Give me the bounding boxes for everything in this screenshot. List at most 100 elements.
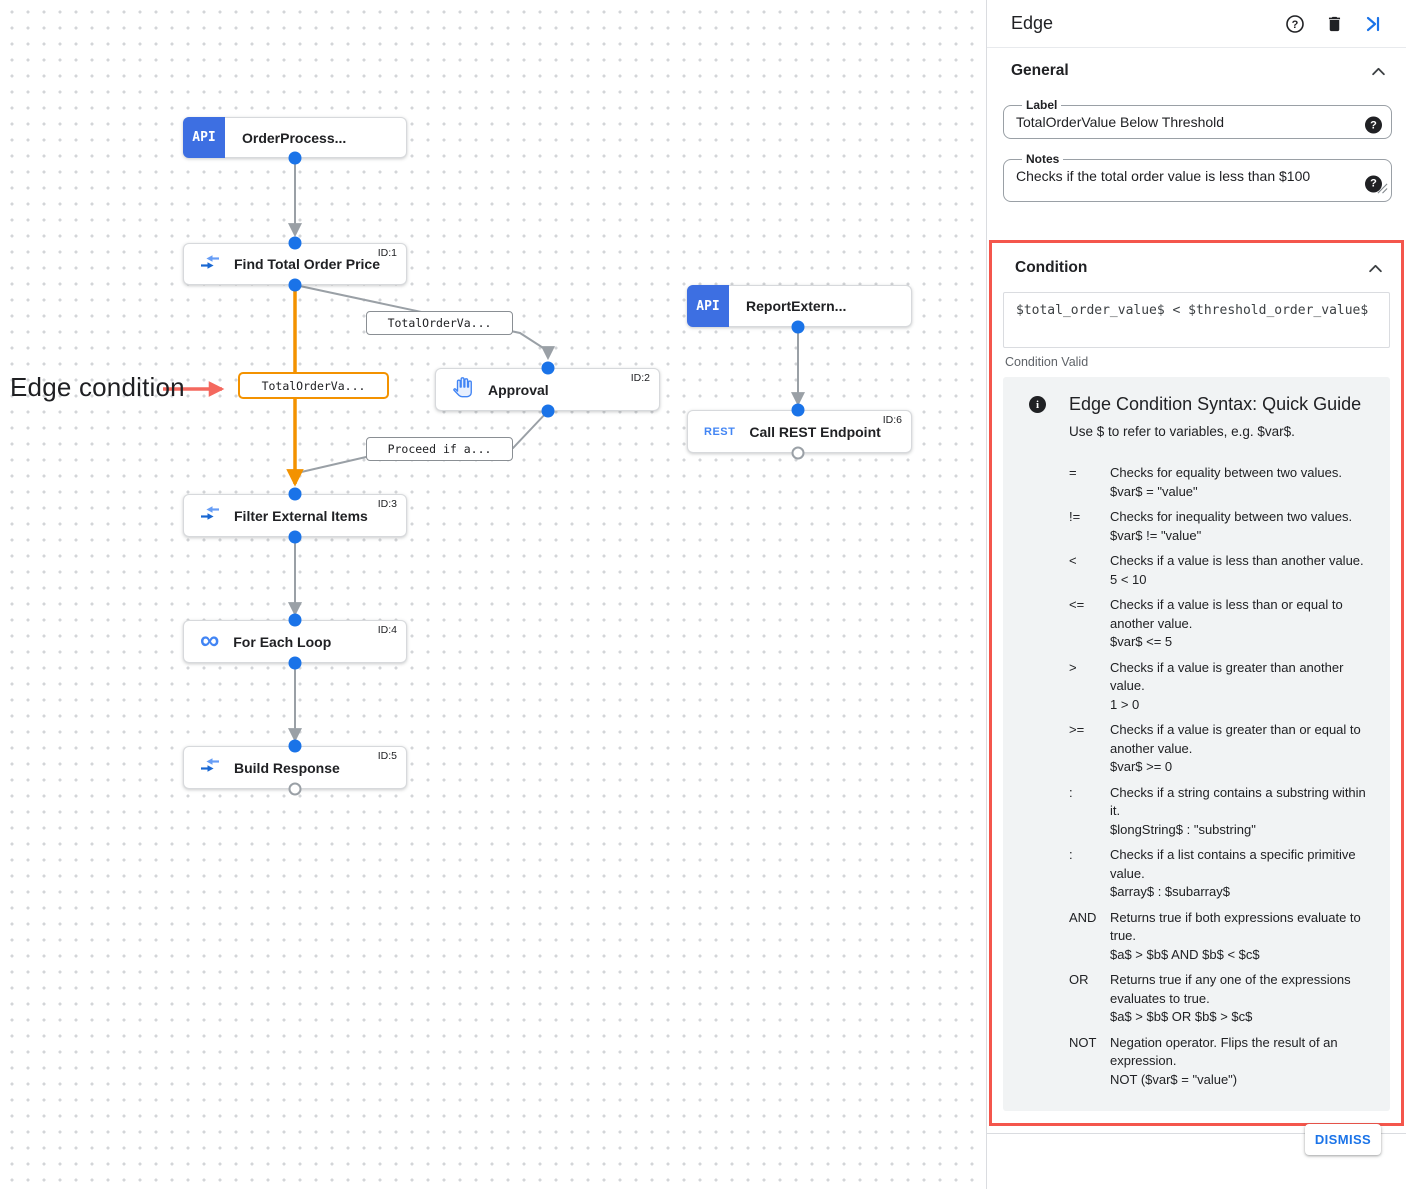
edge-layer <box>163 158 805 743</box>
dismiss-button[interactable]: DISMISS <box>1305 1124 1381 1155</box>
condition-heading: Condition <box>1015 259 1088 276</box>
operator-example: $array$ : $subarray$ <box>1110 884 1230 899</box>
operator-example: NOT ($var$ = "value") <box>1110 1071 1238 1087</box>
operator-description: Checks if a value is greater than or equ… <box>1110 722 1361 756</box>
general-heading: General <box>1011 62 1069 79</box>
delete-edge-icon[interactable] <box>1323 13 1345 35</box>
node-call-rest-endpoint[interactable]: REST Call REST Endpoint ID:6 <box>687 410 912 453</box>
guide-row-list-contains: :Checks if a list contains a specific pr… <box>1069 846 1378 902</box>
operator-example: $var$ != "value" <box>1110 527 1202 543</box>
edge-findtotal-to-approval[interactable] <box>294 284 555 361</box>
help-icon[interactable]: ? <box>1284 13 1306 35</box>
operator: : <box>1069 784 1073 800</box>
operator-description: Checks if a value is less than or equal … <box>1110 597 1343 631</box>
operator-description: Checks if a value is less than another v… <box>1110 553 1364 568</box>
guide-subtitle: Use $ to refer to variables, e.g. $var$. <box>1069 424 1295 439</box>
node-filter-external-items[interactable]: Filter External Items ID:3 <box>183 494 407 537</box>
node-id-badge: ID:1 <box>377 247 397 259</box>
operator-example: $var$ <= 5 <box>1110 634 1173 649</box>
label-help-icon[interactable]: ? <box>1365 116 1382 134</box>
operator: >= <box>1069 722 1085 737</box>
label-field-label: Label <box>1026 98 1058 112</box>
port-out-empty[interactable] <box>288 782 302 796</box>
edge-label-text: TotalOrderVa... <box>261 378 366 393</box>
port-out[interactable] <box>288 656 302 670</box>
label-field[interactable]: Label TotalOrderValue Below Threshold ? <box>1003 98 1392 139</box>
port-out-empty[interactable] <box>791 446 805 460</box>
operator: OR <box>1069 972 1089 987</box>
node-title: For Each Loop <box>233 633 332 650</box>
operator-description: Checks for equality between two values. <box>1110 465 1342 480</box>
panel-title: Edge <box>1011 13 1054 33</box>
node-title: Build Response <box>234 759 340 776</box>
collapse-condition-chevron-icon[interactable] <box>1364 257 1386 279</box>
notes-help-icon[interactable]: ? <box>1365 175 1382 192</box>
port-out[interactable] <box>288 530 302 544</box>
edge-label-text: TotalOrderVa... <box>387 316 492 330</box>
edge-condition-annotation: Edge condition <box>10 372 185 402</box>
node-title: Find Total Order Price <box>234 256 380 272</box>
operator-description: Negation operator. Flips the result of a… <box>1110 1034 1338 1069</box>
port-out[interactable] <box>288 278 302 292</box>
port-in[interactable] <box>288 613 302 627</box>
guide-operator-list: =Checks for equality between two values.… <box>1069 464 1378 1089</box>
notes-field-value[interactable]: Checks if the total order value is less … <box>1016 168 1311 184</box>
operator-description: Checks if a value is greater than anothe… <box>1110 659 1344 694</box>
operator: AND <box>1069 909 1097 925</box>
condition-syntax-guide: i Edge Condition Syntax: Quick Guide Use… <box>1003 377 1390 1111</box>
node-reportextern-trigger[interactable]: API ReportExtern... <box>687 285 912 327</box>
operator-example: $a$ > $b$ OR $b$ > $c$ <box>1110 1009 1253 1024</box>
node-for-each-loop[interactable]: ∞ For Each Loop ID:4 <box>183 620 407 663</box>
guide-row-greater-equal: >= Checks if a value is greater than or e… <box>1069 721 1378 777</box>
label-field-value[interactable]: TotalOrderValue Below Threshold <box>1016 114 1225 130</box>
data-mapping-icon <box>200 504 220 527</box>
operator-example: $var$ >= 0 <box>1110 759 1173 774</box>
api-trigger-icon: API <box>687 285 729 327</box>
operator-example: $a$ > $b$ AND $b$ < $c$ <box>1110 946 1260 962</box>
node-title: OrderProcess... <box>242 129 347 146</box>
operator-description: Checks if a list contains a specific pri… <box>1110 847 1356 881</box>
node-id-badge: ID:2 <box>630 372 650 384</box>
port-out[interactable] <box>791 320 805 334</box>
resize-handle-icon[interactable] <box>1377 181 1388 199</box>
operator: < <box>1069 553 1077 568</box>
notes-field[interactable]: Notes Checks if the total order value is… <box>1003 152 1392 202</box>
edge-condition-label-totalordervalue-selected[interactable]: TotalOrderVa... <box>238 372 389 399</box>
guide-title: Edge Condition Syntax: Quick Guide <box>1069 394 1362 414</box>
node-id-badge: ID:3 <box>377 498 397 510</box>
edge-label-text: Proceed if a... <box>387 442 492 456</box>
node-orderprocess-trigger[interactable]: API OrderProcess... <box>183 117 407 158</box>
node-build-response[interactable]: Build Response ID:5 <box>183 746 407 789</box>
collapse-general-chevron-icon[interactable] <box>1367 60 1389 82</box>
port-out[interactable] <box>541 404 555 418</box>
condition-expression-input[interactable]: $total_order_value$ < $threshold_order_v… <box>1003 292 1390 348</box>
operator-example: $longString$ : "substring" <box>1110 821 1256 837</box>
port-in[interactable] <box>541 361 555 375</box>
port-in[interactable] <box>288 739 302 753</box>
guide-row-equals: =Checks for equality between two values.… <box>1069 464 1378 501</box>
node-id-badge: ID:6 <box>882 414 902 426</box>
notes-field-label: Notes <box>1026 152 1060 166</box>
port-in[interactable] <box>288 236 302 250</box>
port-in[interactable] <box>288 487 302 501</box>
guide-row-substring: :Checks if a string contains a substring… <box>1069 784 1378 840</box>
guide-row-not: NOT Negation operator. Flips the result o… <box>1069 1034 1378 1090</box>
condition-section-highlighted: Condition $total_order_value$ < $thresho… <box>989 240 1404 1126</box>
data-mapping-icon <box>200 253 220 276</box>
footer-divider <box>987 1133 1406 1134</box>
operator: <= <box>1069 597 1085 612</box>
operator: NOT <box>1069 1034 1097 1050</box>
operator-example: 1 > 0 <box>1110 696 1140 712</box>
operator-description: Returns true if any one of the expressio… <box>1110 972 1351 1006</box>
condition-valid-status: Condition Valid <box>1005 355 1089 369</box>
edge-condition-label-totalordervalue-approval[interactable]: TotalOrderVa... <box>366 311 513 335</box>
workflow-canvas[interactable]: TotalOrderVa... TotalOrderVa... Proceed … <box>0 0 986 1189</box>
port-in[interactable] <box>791 403 805 417</box>
edge-condition-label-proceed[interactable]: Proceed if a... <box>366 437 513 461</box>
port-out[interactable] <box>288 151 302 165</box>
collapse-panel-icon[interactable] <box>1362 13 1384 35</box>
operator: != <box>1069 509 1081 524</box>
operator-example: $var$ = "value" <box>1110 483 1198 499</box>
svg-text:?: ? <box>1292 19 1299 31</box>
